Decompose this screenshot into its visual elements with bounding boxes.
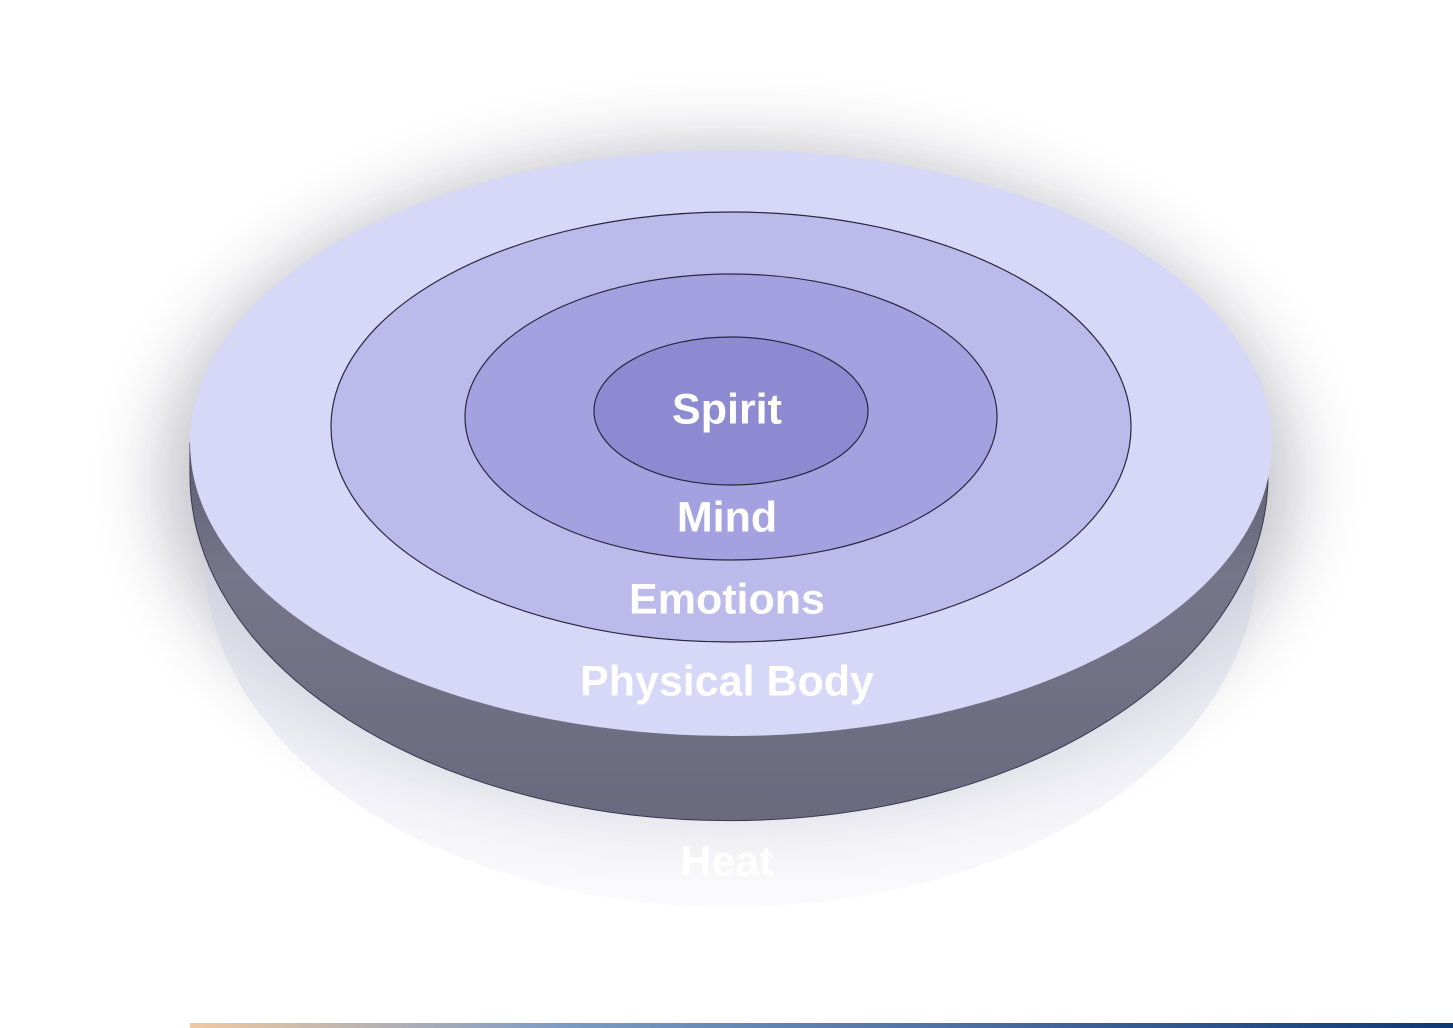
label-emotions: Emotions <box>629 575 825 623</box>
label-mind: Mind <box>677 493 777 541</box>
label-spirit: Spirit <box>672 385 782 433</box>
label-physical-body: Physical Body <box>580 657 874 705</box>
bottom-decorative-strip <box>190 1023 1453 1028</box>
label-heat: Heat <box>680 837 773 885</box>
layer-spirit <box>593 336 869 486</box>
